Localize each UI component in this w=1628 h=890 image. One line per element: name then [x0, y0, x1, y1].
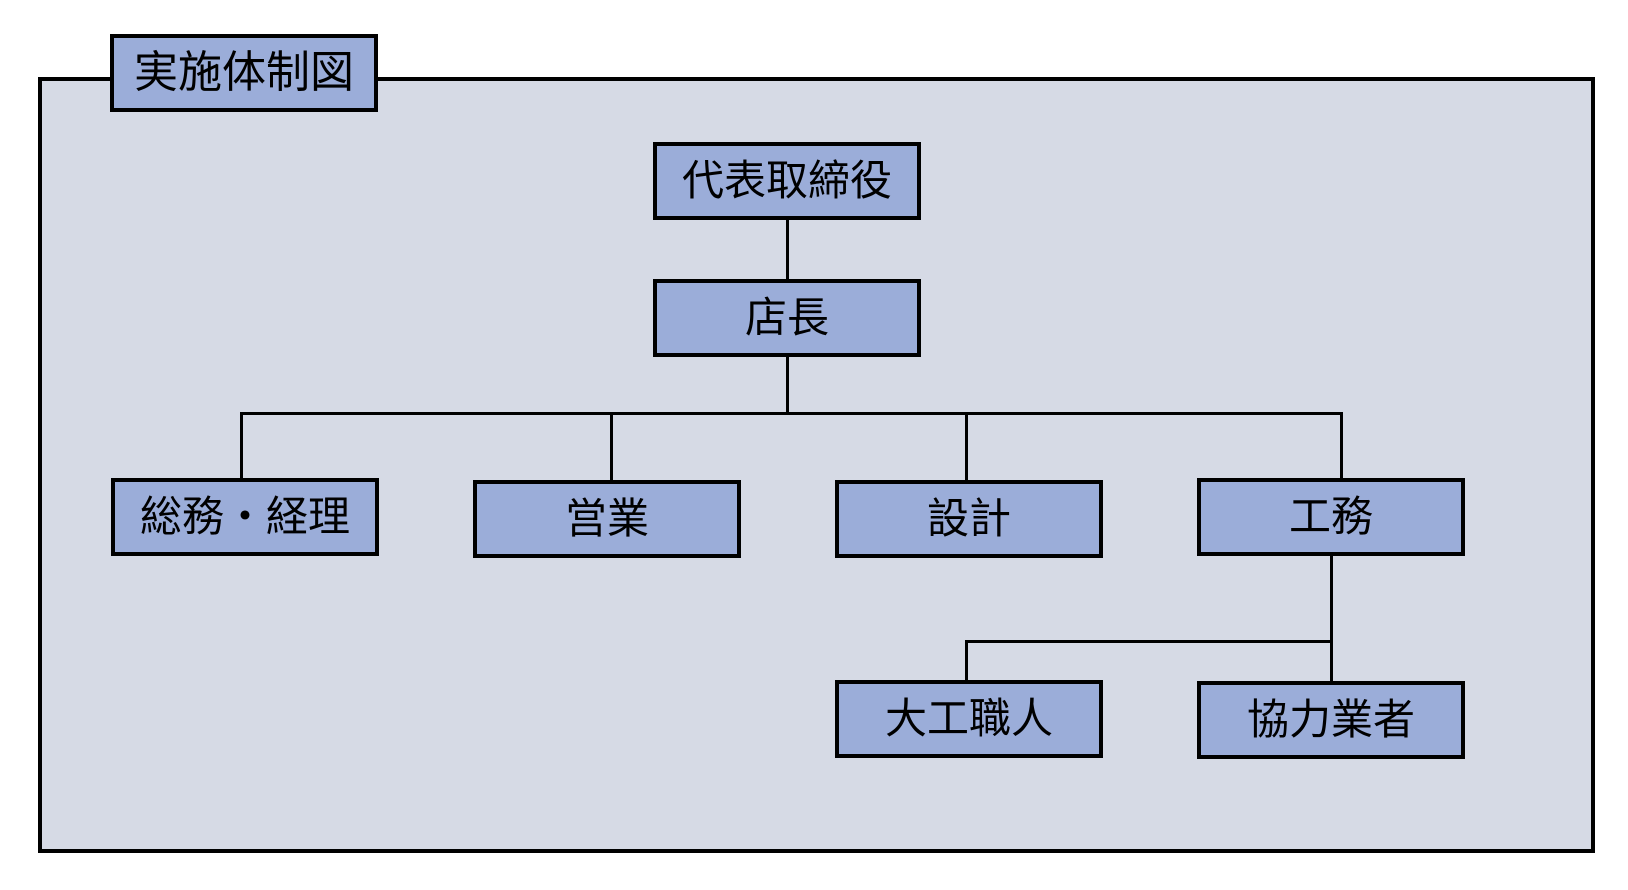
- connector-works-bar: [965, 640, 1333, 643]
- node-carpenter[interactable]: 大工職人: [835, 680, 1103, 758]
- node-manager-label: 店長: [744, 294, 829, 341]
- connector-drop-partner: [1330, 640, 1333, 708]
- diagram-title-label: 実施体制図: [134, 48, 354, 97]
- connector-ceo-to-manager: [786, 216, 789, 284]
- connector-drop-admin: [240, 412, 243, 498]
- node-manager[interactable]: 店長: [653, 279, 921, 357]
- connector-drop-sales: [610, 412, 613, 498]
- node-works[interactable]: 工務: [1197, 478, 1465, 556]
- diagram-title-box: 実施体制図: [110, 34, 378, 112]
- node-sales-label: 営業: [564, 495, 649, 542]
- node-ceo-label: 代表取締役: [681, 157, 892, 204]
- connector-drop-works: [1340, 412, 1343, 498]
- node-admin[interactable]: 総務・経理: [111, 478, 379, 556]
- node-design-label: 設計: [926, 495, 1011, 542]
- node-design[interactable]: 設計: [835, 480, 1103, 558]
- connector-works-stem: [1330, 549, 1333, 642]
- connector-drop-carpenter: [965, 640, 968, 708]
- node-admin-label: 総務・経理: [139, 493, 350, 540]
- node-sales[interactable]: 営業: [473, 480, 741, 558]
- node-carpenter-label: 大工職人: [884, 695, 1053, 742]
- node-partner[interactable]: 協力業者: [1197, 681, 1465, 759]
- node-partner-label: 協力業者: [1246, 696, 1415, 743]
- connector-department-bar: [240, 412, 1343, 415]
- connector-manager-stem: [786, 352, 789, 414]
- connector-drop-design: [965, 412, 968, 498]
- node-works-label: 工務: [1288, 493, 1373, 540]
- node-ceo[interactable]: 代表取締役: [653, 142, 921, 220]
